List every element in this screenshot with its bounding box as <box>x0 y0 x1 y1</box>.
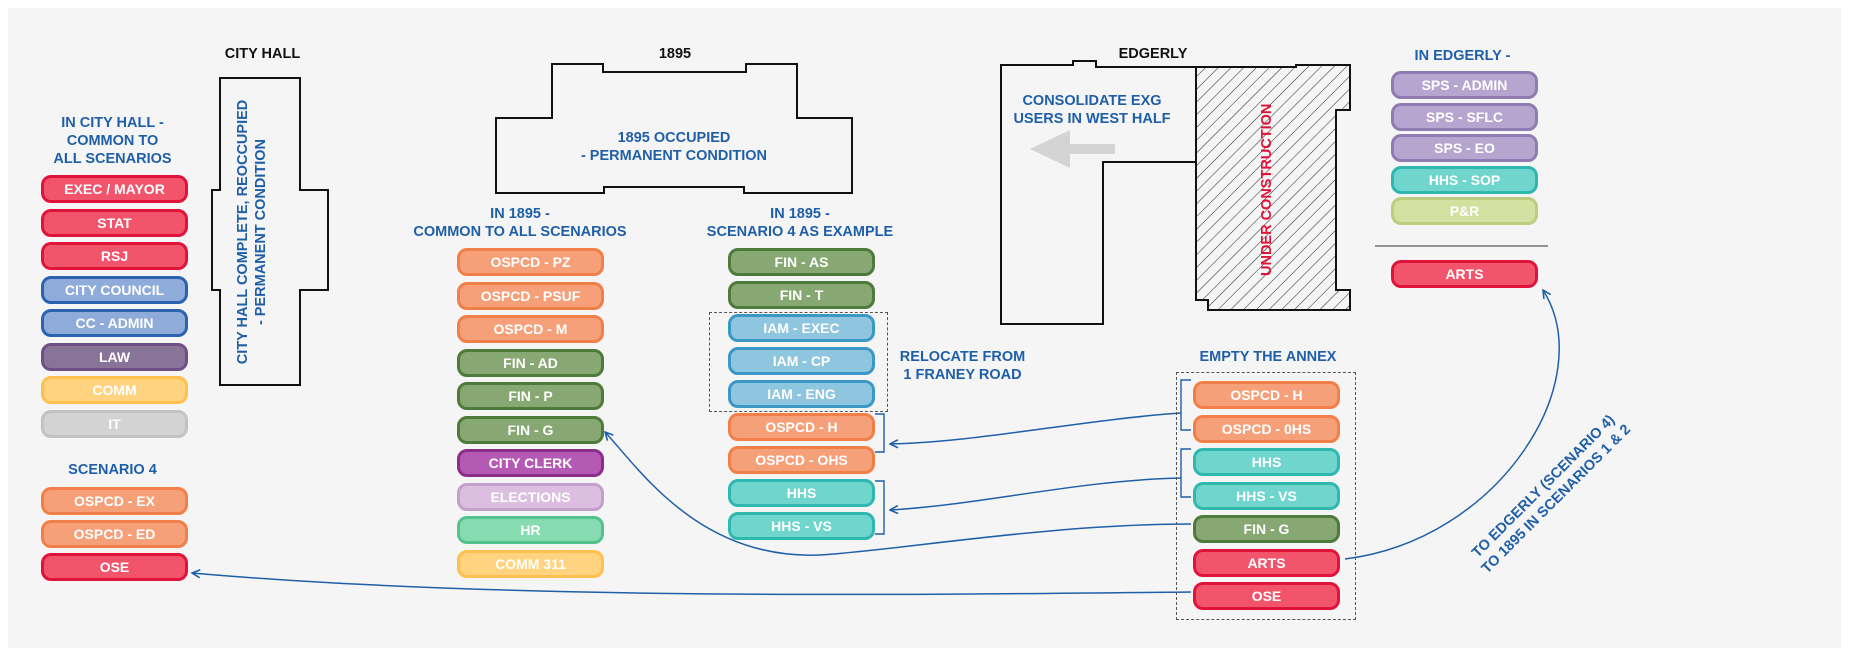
annex-dashed-box <box>1176 372 1356 620</box>
city-hall-pill-rsj: RSJ <box>41 242 188 270</box>
annex-pill-ose: OSE <box>1193 582 1340 610</box>
edgerly-title: EDGERLY <box>1118 46 1188 62</box>
city-hall-pill-city-council: CITY COUNCIL <box>41 275 188 304</box>
in-1895-common-heading: IN 1895 - COMMON TO ALL SCENARIOS <box>413 206 627 240</box>
edgerly-pill-hhs-sop: HHS - SOP <box>1391 165 1538 194</box>
scenario-4-heading: SCENARIO 4 <box>68 462 157 478</box>
in-edgerly-heading: IN EDGERLY - <box>1414 48 1511 64</box>
common-1895-pill-ospcd-m: OSPCD - M <box>457 315 604 343</box>
in-city-hall-heading: IN CITY HALL - COMMON TO ALL SCENARIOS <box>53 115 172 167</box>
building-1895 <box>495 63 853 194</box>
scenario-4-pill-ospcd-ed: OSPCD - ED <box>41 520 188 548</box>
s4-1895-pill-hhs-vs: HHS - VS <box>728 512 875 540</box>
s4-1895-pill-ospcd-ohs: OSPCD - OHS <box>728 446 875 474</box>
edgerly-pill-sps-admin: SPS - ADMIN <box>1391 71 1538 99</box>
s4-1895-pill-fin-as: FIN - AS <box>728 248 875 276</box>
city-hall-pill-exec-mayor: EXEC / MAYOR <box>41 175 188 203</box>
city-hall-pill-cc-admin: CC - ADMIN <box>41 309 188 337</box>
city-hall-complete-label: CITY HALL COMPLETE, REOCCUPIED - PERMANE… <box>235 99 269 365</box>
iam-dashed-box <box>709 312 888 412</box>
s4-1895-pill-ospcd-h: OSPCD - H <box>728 413 875 441</box>
common-1895-pill-elections: ELECTIONS <box>457 482 604 511</box>
city-hall-pill-comm: COMM <box>41 376 188 404</box>
edgerly-pill-sps-sflc: SPS - SFLC <box>1391 102 1538 131</box>
in-1895-s4-heading: IN 1895 - SCENARIO 4 AS EXAMPLE <box>706 206 894 240</box>
s4-1895-pill-iam-cp: IAM - CP <box>728 347 875 375</box>
annex-pill-arts: ARTS <box>1193 548 1340 577</box>
city-hall-building <box>211 77 329 386</box>
city-hall-pill-stat: STAT <box>41 208 188 237</box>
consolidate-arrow <box>1030 130 1115 168</box>
common-1895-pill-ospcd-pz: OSPCD - PZ <box>457 248 604 276</box>
empty-annex-heading: EMPTY THE ANNEX <box>1199 349 1337 365</box>
under-construction-label: UNDER CONSTRUCTION <box>1259 103 1275 276</box>
common-1895-pill-fin-ad: FIN - AD <box>457 348 604 377</box>
annex-pill-ospcd-h: OSPCD - H <box>1193 381 1340 409</box>
edgerly-pill-p-r: P&R <box>1391 197 1538 225</box>
occupied-1895-label: 1895 OCCUPIED - PERMANENT CONDITION <box>580 130 768 164</box>
relocate-heading: RELOCATE FROM 1 FRANEY ROAD <box>899 349 1026 383</box>
common-1895-pill-fin-g: FIN - G <box>457 415 604 444</box>
annex-pill-hhs-vs: HHS - VS <box>1193 481 1340 510</box>
common-1895-pill-city-clerk: CITY CLERK <box>457 449 604 477</box>
city-hall-pill-it: IT <box>41 409 188 438</box>
consolidate-label: CONSOLIDATE EXG USERS IN WEST HALF <box>1013 93 1171 127</box>
annex-pill-hhs: HHS <box>1193 448 1340 476</box>
common-1895-pill-fin-p: FIN - P <box>457 382 604 410</box>
common-1895-pill-comm-311: COMM 311 <box>457 549 604 578</box>
scenario-4-pill-ose: OSE <box>41 553 188 581</box>
s4-1895-pill-iam-exec: IAM - EXEC <box>728 314 875 342</box>
edgerly-pill-arts: ARTS <box>1391 260 1538 288</box>
edgerly-pill-sps-eo: SPS - EO <box>1391 134 1538 162</box>
annex-pill-fin-g: FIN - G <box>1193 515 1340 543</box>
common-1895-pill-ospcd-psuf: OSPCD - PSUF <box>457 281 604 310</box>
city-hall-title: CITY HALL <box>224 46 301 62</box>
s4-1895-pill-hhs: HHS <box>728 479 875 507</box>
s4-1895-pill-iam-eng: IAM - ENG <box>728 380 875 408</box>
s4-1895-pill-fin-t: FIN - T <box>728 281 875 309</box>
title-1895: 1895 <box>658 46 692 62</box>
scenario-4-pill-ospcd-ex: OSPCD - EX <box>41 487 188 515</box>
annex-pill-ospcd-0hs: OSPCD - 0HS <box>1193 414 1340 443</box>
city-hall-pill-law: LAW <box>41 342 188 371</box>
edgerly-building <box>1000 60 1351 325</box>
common-1895-pill-hr: HR <box>457 516 604 544</box>
